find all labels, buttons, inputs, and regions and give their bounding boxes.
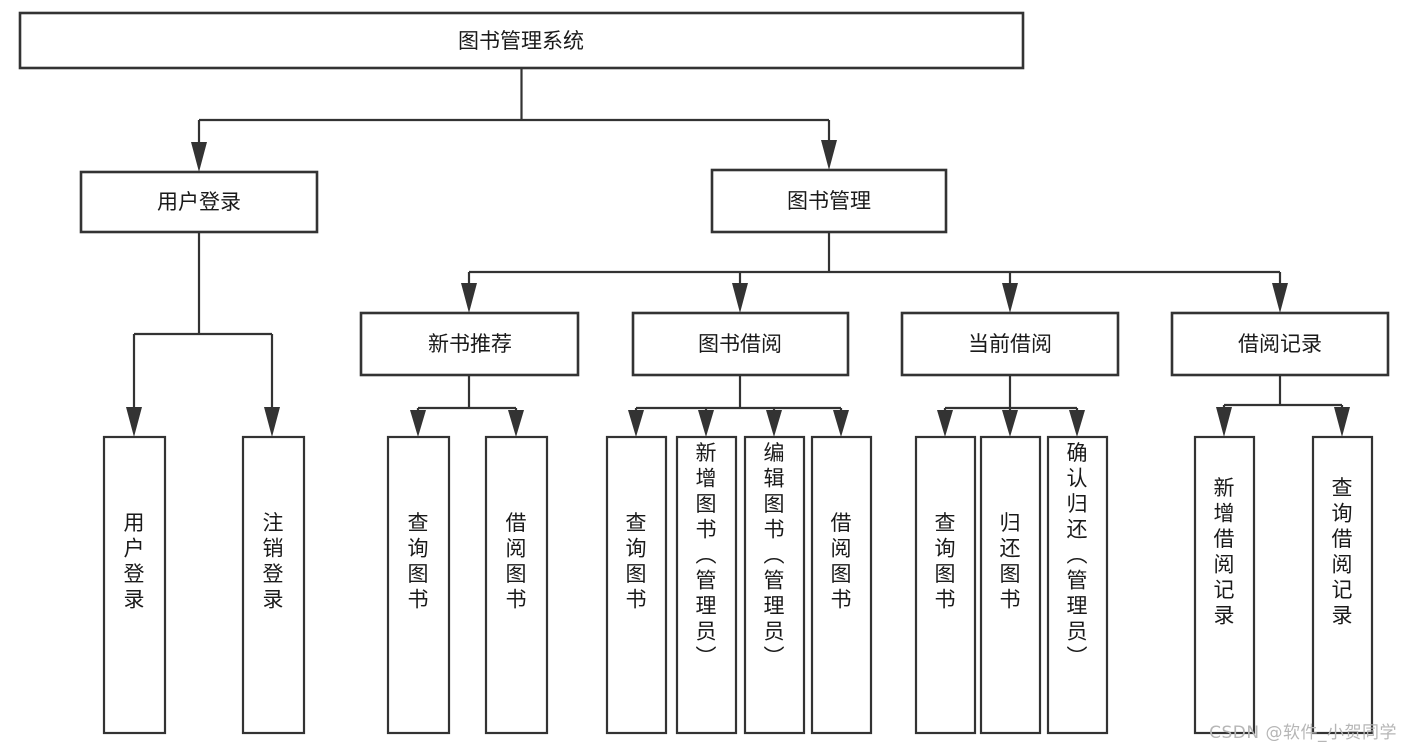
arrow-userlogin-to-leaf1 <box>126 407 142 437</box>
node-leaf-query-book-2[interactable]: 查询图书 <box>605 435 668 735</box>
node-new-book-recommend-box[interactable] <box>359 311 580 377</box>
arrow-newbook-to-leaf2 <box>508 410 524 437</box>
node-current-borrow-box[interactable] <box>900 311 1120 377</box>
csdn-watermark: CSDN @软件_小贺同学 <box>1209 723 1397 743</box>
node-leaf-query-book-1[interactable]: 查询图书 <box>386 435 451 735</box>
arrow-currentborrow-to-leaf3 <box>1069 410 1085 437</box>
node-user-login-box[interactable] <box>79 170 319 234</box>
node-leaf-confirm-return-label: 确认归还︵管理员︶ <box>1067 441 1088 669</box>
arrow-currentborrow-to-leaf2 <box>1002 410 1018 437</box>
node-book-management[interactable]: 图书管理 <box>710 168 948 234</box>
arrow-root-to-bookmgmt <box>821 140 837 170</box>
node-leaf-return-book-label: 归还图书 <box>1000 511 1021 612</box>
node-leaf-borrow-book-2-box[interactable] <box>810 435 873 735</box>
node-user-login-label: 用户登录 <box>157 190 241 214</box>
node-book-management-label: 图书管理 <box>787 189 871 213</box>
node-leaf-query-book-1-box[interactable] <box>386 435 451 735</box>
node-leaf-borrow-book-2[interactable]: 借阅图书 <box>810 435 873 735</box>
node-new-book-recommend[interactable]: 新书推荐 <box>359 311 580 377</box>
node-leaf-return-book[interactable]: 归还图书 <box>979 435 1042 735</box>
arrow-bookmgmt-to-bookborrow <box>732 283 748 313</box>
node-leaf-add-record[interactable]: 新增借阅记录 <box>1193 435 1256 735</box>
node-leaf-query-book-1-label: 查询图书 <box>408 511 429 612</box>
node-leaf-query-record-box[interactable] <box>1311 435 1374 735</box>
node-leaf-user-logout-label: 注销登录 <box>263 511 284 612</box>
node-book-borrow-box[interactable] <box>631 311 850 377</box>
arrow-bookmgmt-to-currentborrow <box>1002 283 1018 313</box>
node-leaf-edit-book[interactable]: 编辑图书︵管理员︶ <box>743 435 806 735</box>
arrow-bookborrow-to-leaf3 <box>766 410 782 437</box>
node-root-label: 图书管理系统 <box>458 29 584 53</box>
node-leaf-add-book[interactable]: 新增图书︵管理员︶ <box>675 435 738 735</box>
node-current-borrow-label: 当前借阅 <box>968 332 1052 356</box>
node-leaf-confirm-return[interactable]: 确认归还︵管理员︶ <box>1046 435 1109 735</box>
node-leaf-edit-book-label: 编辑图书︵管理员︶ <box>764 441 785 669</box>
node-leaf-borrow-book-2-label: 借阅图书 <box>831 511 852 612</box>
node-book-borrow[interactable]: 图书借阅 <box>631 311 850 377</box>
node-leaf-query-record[interactable]: 查询借阅记录 <box>1311 435 1374 735</box>
node-leaf-return-book-box[interactable] <box>979 435 1042 735</box>
node-leaf-user-logout[interactable]: 注销登录 <box>241 435 306 735</box>
arrow-root-to-userlogin <box>191 142 207 172</box>
node-leaf-add-book-label: 新增图书︵管理员︶ <box>696 441 717 669</box>
node-leaf-add-book-box[interactable] <box>675 435 738 735</box>
node-user-login[interactable]: 用户登录 <box>79 170 319 234</box>
node-root[interactable]: 图书管理系统 <box>18 11 1025 70</box>
arrow-bookmgmt-to-borrowrecord <box>1272 283 1288 313</box>
arrow-bookborrow-to-leaf4 <box>833 410 849 437</box>
arrow-currentborrow-to-leaf1 <box>937 410 953 437</box>
node-leaf-add-record-label: 新增借阅记录 <box>1214 476 1235 628</box>
arrow-borrowrecord-to-leaf1 <box>1216 407 1232 437</box>
arrow-bookmgmt-to-newbook <box>461 283 477 313</box>
arrow-borrowrecord-to-leaf2 <box>1334 407 1350 437</box>
leaf-nodes-group: 用户登录 注销登录 查询图书 借阅图书 查询图书 新增图书 <box>102 435 1374 735</box>
node-leaf-query-book-3[interactable]: 查询图书 <box>914 435 977 735</box>
node-leaf-query-book-3-box[interactable] <box>914 435 977 735</box>
node-leaf-query-record-label: 查询借阅记录 <box>1332 476 1353 628</box>
node-leaf-confirm-return-box[interactable] <box>1046 435 1109 735</box>
node-leaf-add-record-box[interactable] <box>1193 435 1256 735</box>
node-new-book-recommend-label: 新书推荐 <box>428 332 512 356</box>
node-leaf-query-book-2-label: 查询图书 <box>626 511 647 612</box>
arrow-bookborrow-to-leaf1 <box>628 410 644 437</box>
connector-group <box>126 68 1350 437</box>
node-borrow-record[interactable]: 借阅记录 <box>1170 311 1390 377</box>
node-book-management-box[interactable] <box>710 168 948 234</box>
node-leaf-borrow-book-1-label: 借阅图书 <box>506 511 527 612</box>
node-leaf-borrow-book-1[interactable]: 借阅图书 <box>484 435 549 735</box>
node-leaf-edit-book-box[interactable] <box>743 435 806 735</box>
node-leaf-query-book-2-box[interactable] <box>605 435 668 735</box>
node-root-box[interactable] <box>18 11 1025 70</box>
node-borrow-record-box[interactable] <box>1170 311 1390 377</box>
node-leaf-user-login-box[interactable] <box>102 435 167 735</box>
arrow-bookborrow-to-leaf2 <box>698 410 714 437</box>
node-borrow-record-label: 借阅记录 <box>1238 332 1322 356</box>
node-leaf-query-book-3-label: 查询图书 <box>935 511 956 612</box>
node-leaf-user-logout-box[interactable] <box>241 435 306 735</box>
arrow-userlogin-to-leaf2 <box>264 407 280 437</box>
arrow-newbook-to-leaf1 <box>410 410 426 437</box>
node-leaf-user-login[interactable]: 用户登录 <box>102 435 167 735</box>
node-current-borrow[interactable]: 当前借阅 <box>900 311 1120 377</box>
node-leaf-borrow-book-1-box[interactable] <box>484 435 549 735</box>
node-book-borrow-label: 图书借阅 <box>698 332 782 356</box>
node-leaf-user-login-label: 用户登录 <box>124 511 145 612</box>
